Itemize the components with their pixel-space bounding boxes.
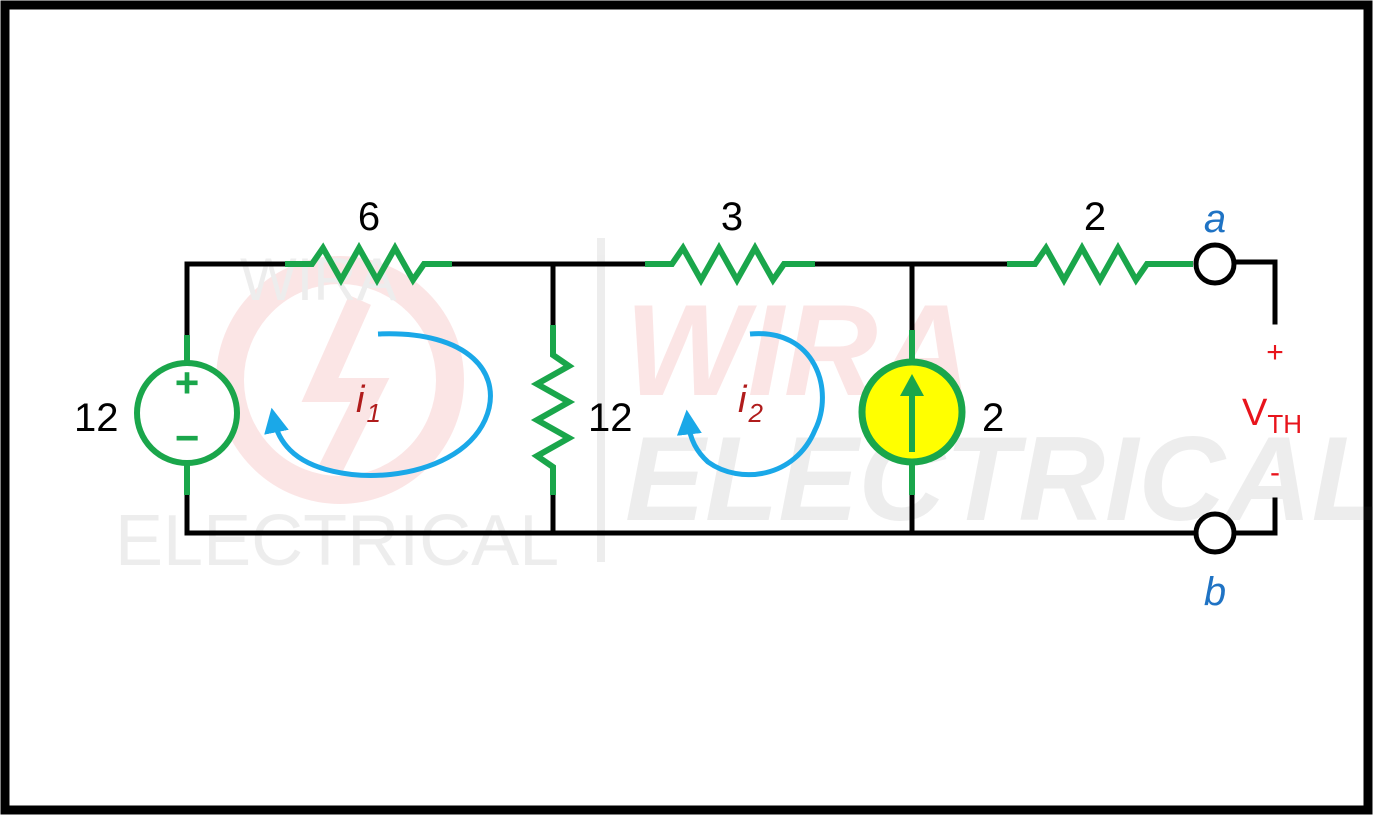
voltage-source-label: 12	[74, 396, 119, 440]
current-source-label: 2	[982, 396, 1004, 440]
voltage-source: + −	[134, 335, 240, 495]
loop-2-arrow	[676, 331, 825, 478]
current-source-arrow-head	[900, 374, 924, 396]
resistor-6-label: 6	[358, 195, 380, 239]
watermark-logo-bolt	[301, 295, 390, 476]
wire-bottom	[184, 492, 1196, 536]
wire-terminal-b	[1234, 497, 1278, 536]
resistor-6	[285, 241, 452, 287]
loop-1-label: i1	[356, 379, 381, 428]
loop-1-arrow	[264, 331, 493, 478]
wire-terminal-a	[1234, 259, 1278, 325]
wire-top-left	[184, 261, 288, 338]
watermark-left-bottom: ELECTRICAL	[115, 501, 559, 581]
terminal-a-node	[1193, 242, 1237, 286]
resistor-3-label: 3	[721, 195, 743, 239]
terminal-b-node	[1193, 511, 1237, 555]
vth-minus: -	[1270, 456, 1280, 489]
watermark-right-bottom: ELECTRICAL	[625, 412, 1373, 546]
loop-2-label: i2	[738, 379, 763, 428]
current-source	[858, 330, 966, 495]
vth-plus: +	[1266, 336, 1284, 369]
resistor-2	[1007, 241, 1193, 287]
terminal-a-label: a	[1204, 197, 1226, 241]
vth-label: VTH	[1242, 392, 1302, 439]
resistor-3	[645, 241, 815, 287]
resistor-12-shunt	[530, 325, 576, 495]
wires	[184, 259, 1278, 536]
resistor-2-label: 2	[1084, 195, 1106, 239]
watermark-divider	[597, 238, 605, 562]
voltage-source-plus: +	[175, 359, 200, 406]
watermark-logo-ring	[216, 256, 464, 504]
voltage-source-minus: −	[175, 414, 200, 461]
resistor-12-label: 12	[588, 396, 633, 440]
terminal-b-label: b	[1204, 570, 1226, 614]
